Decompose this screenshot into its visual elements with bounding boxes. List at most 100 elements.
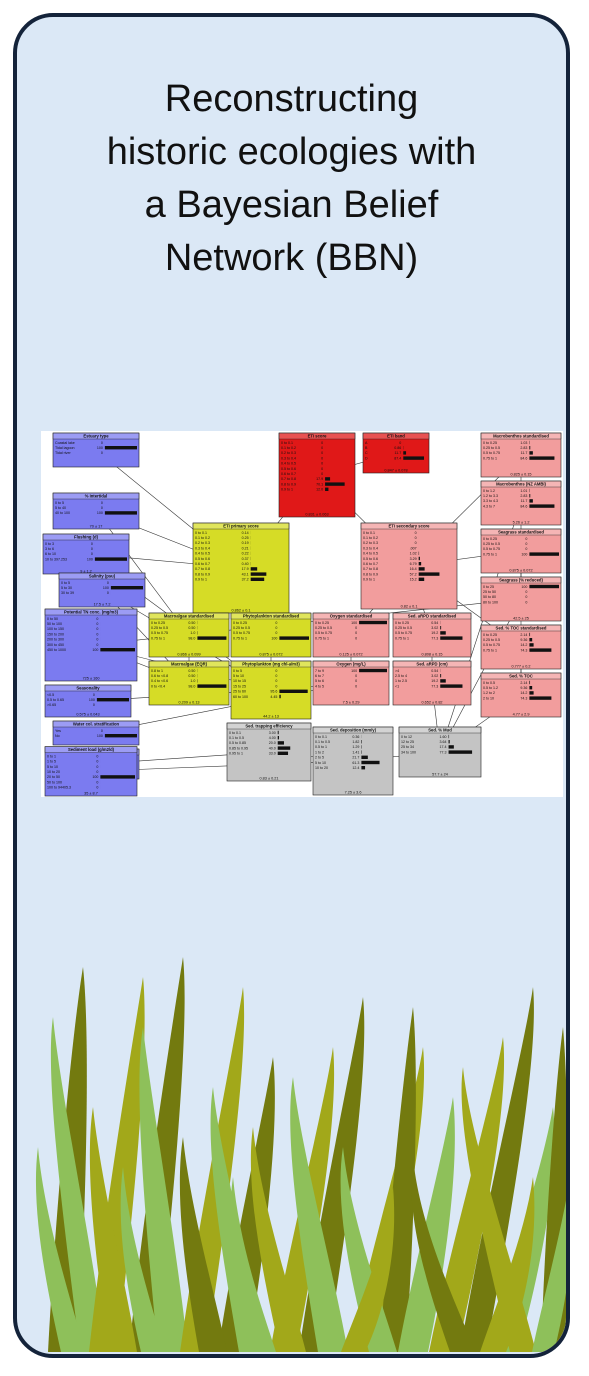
- bbn-state-label: 100 to 150: [47, 627, 64, 631]
- bbn-state-bar: [529, 584, 559, 589]
- bbn-state-value: 0: [96, 622, 98, 626]
- bbn-state-value: 0: [93, 693, 95, 697]
- bbn-state-label: 20 to 50: [47, 775, 60, 779]
- bbn-node-title: Sed. % TOC standardised: [496, 626, 547, 631]
- bbn-node-title: Macroalgae standardised: [164, 614, 215, 619]
- bbn-state-label: 25 to 50: [483, 590, 496, 594]
- bbn-state-label: 50 to 80: [483, 595, 496, 599]
- bbn-state-label: 0.5 to 0.75: [483, 451, 500, 455]
- bbn-state-label: 0.5 to 0.75: [483, 547, 500, 551]
- bbn-state-value: 100: [97, 734, 103, 738]
- bbn-state-label: 0 to 5: [61, 581, 70, 585]
- bbn-state-value: 0: [275, 669, 277, 673]
- bbn-node-summary: 0.125 ± 0.072: [339, 652, 362, 656]
- bbn-state-label: 0 to 0.25: [395, 621, 409, 625]
- bbn-state-label: 150 to 200: [47, 632, 64, 636]
- bbn-state-value: 0: [355, 626, 357, 630]
- bbn-node-summary: 0.808 ± 0.15: [421, 652, 442, 656]
- seagrass-illustration: [35, 957, 566, 1352]
- bbn-state-value: 0: [355, 674, 357, 678]
- bbn-state-label: 0.6 to 0.7: [195, 562, 210, 566]
- bbn-state-value: 0.25: [242, 536, 249, 540]
- bbn-state-value: 100: [351, 669, 357, 673]
- bbn-state-value: 1.03: [520, 441, 527, 445]
- bbn-state-value: 17.9: [242, 567, 249, 571]
- bbn-state-value: 87.4: [394, 456, 401, 460]
- bbn-state-label: 0.9 to 1: [195, 578, 207, 582]
- bbn-state-label: No: [55, 734, 60, 738]
- bbn-state-value: 3.64: [440, 740, 447, 744]
- bbn-node-summary: 0.875 ± 0.072: [509, 568, 532, 572]
- bbn-state-bar: [250, 577, 265, 581]
- bbn-state-value: 0: [275, 679, 277, 683]
- bbn-state-value: 0: [275, 674, 277, 678]
- bbn-node-title: Seagrass (% reduced): [499, 578, 543, 583]
- bbn-state-value: 3.02: [431, 674, 438, 678]
- bbn-state-label: 0.4 to 0.5: [281, 462, 296, 466]
- bbn-state-label: 0.7 to 0.8: [195, 567, 210, 571]
- bbn-state-label: 10 to 20: [315, 766, 328, 770]
- bbn-node-title: Macroalgae (EQR): [171, 662, 208, 667]
- bbn-state-value: 100: [103, 586, 109, 590]
- bbn-node-title: Oxygen (mg/L): [336, 662, 366, 667]
- bbn-state-label: 4 to 5: [315, 684, 324, 688]
- bbn-state-value: 14.2: [520, 691, 527, 695]
- bbn-node-title: Sed. aRPD standardised: [408, 614, 457, 619]
- bbn-state-value: 0: [355, 684, 357, 688]
- bbn-state-value: 14.2: [520, 643, 527, 647]
- bbn-state-value: 1.41: [352, 750, 359, 754]
- bbn-node-summary: 42.5 ± 25: [513, 616, 529, 620]
- bbn-state-value: 1.82: [352, 740, 359, 744]
- bbn-node-title: ETI band: [387, 434, 405, 439]
- seagrass-blade: [89, 1107, 137, 1352]
- bbn-state-bar: [440, 626, 442, 630]
- bbn-state-bar: [440, 631, 446, 635]
- bbn-state-label: 1.2 to 3.3: [483, 494, 498, 498]
- bbn-state-value: 0.21: [242, 546, 249, 550]
- bbn-state-bar: [197, 684, 227, 688]
- bbn-state-value: 0.22: [242, 552, 249, 556]
- bbn-state-label: 10 to 397.253: [45, 557, 67, 561]
- bbn-state-bar: [418, 556, 420, 561]
- bbn-state-label: 0 to 3: [45, 542, 54, 546]
- bbn-state-label: >4: [395, 669, 399, 673]
- bbn-state-label: 0.25 to 0.5: [233, 626, 250, 630]
- bbn-node-summary: 17.5 ± 7.2: [94, 602, 111, 606]
- bbn-state-bar: [448, 740, 450, 744]
- bbn-state-value: 0: [107, 591, 109, 595]
- bbn-state-bar: [359, 668, 387, 673]
- bbn-state-bar: [277, 746, 291, 750]
- bbn-state-label: 0.75 to 1: [483, 552, 497, 556]
- bbn-state-label: 0.25 to 0.5: [315, 626, 332, 630]
- bbn-state-value: 0: [525, 547, 527, 551]
- bbn-state-value: 0: [96, 770, 98, 774]
- bbn-state-bar: [104, 734, 137, 738]
- bbn-state-value: 0.37: [242, 557, 249, 561]
- bbn-state-label: Coastal lake: [55, 441, 75, 445]
- bbn-state-label: 25 to 34: [401, 745, 414, 749]
- bbn-state-label: 0.5 to 0.75: [315, 631, 332, 635]
- bbn-state-value: 2.14: [520, 681, 527, 685]
- bbn-state-label: 34 to 100: [401, 750, 416, 754]
- bbn-state-value: 100: [89, 698, 95, 702]
- bbn-state-bar: [529, 648, 552, 652]
- bbn-state-label: 0.25 to 0.5: [483, 446, 500, 450]
- bbn-node-summary: 0.825 ± 0.15: [510, 472, 531, 476]
- bbn-state-bar: [448, 745, 454, 749]
- bbn-state-label: <0.5: [47, 693, 54, 697]
- bbn-state-value: 3.00: [269, 731, 276, 735]
- bbn-state-value: 0: [399, 441, 401, 445]
- bbn-state-bar: [277, 751, 289, 755]
- bbn-state-value: 17.4: [440, 745, 447, 749]
- bbn-state-label: 10 to 20: [47, 770, 60, 774]
- bbn-state-bar: [529, 643, 534, 647]
- bbn-state-label: 0.8 to 1: [151, 669, 163, 673]
- bbn-state-label: 50 to 100: [47, 780, 62, 784]
- bbn-state-label: 60 to 100: [233, 695, 248, 699]
- bbn-state-bar: [418, 572, 440, 576]
- bbn-state-value: 2.83: [520, 494, 527, 498]
